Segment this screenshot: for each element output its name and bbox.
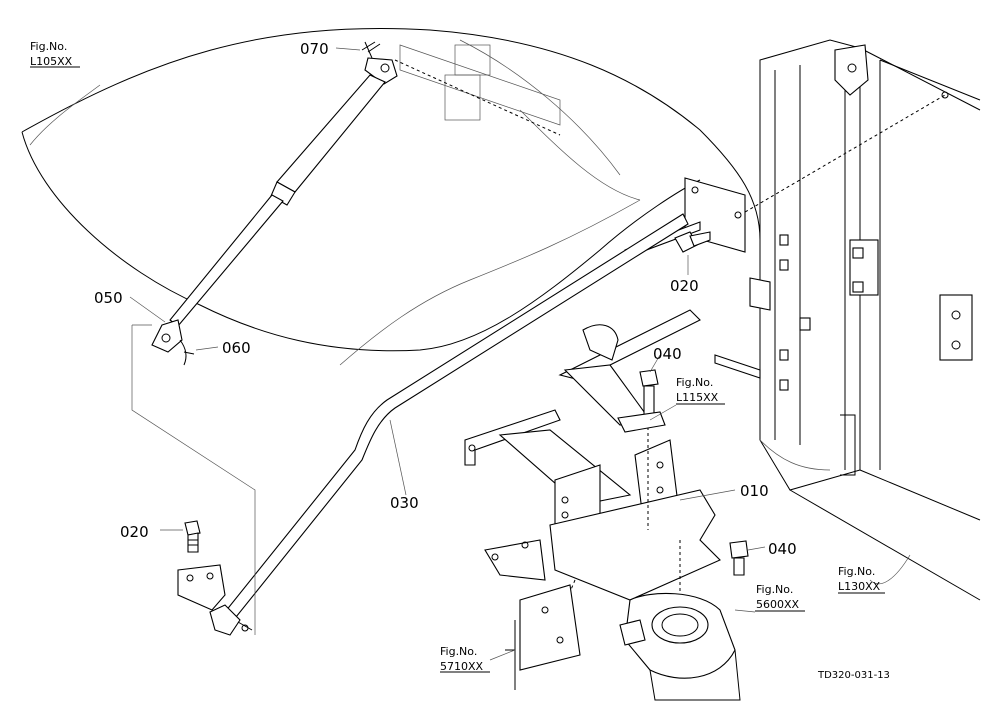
lower-bracket-5710 [505,584,581,690]
callout-070: 070 [300,40,329,58]
svg-text:L130XX: L130XX [838,580,881,593]
part-010-bracket [464,309,721,641]
fig-ref-l115: Fig.No. L115XX [676,376,719,404]
callout-050: 050 [94,289,123,307]
svg-text:5600XX: 5600XX [756,598,800,611]
callout-020-lower: 020 [120,523,149,541]
svg-text:L105XX: L105XX [30,55,73,68]
svg-text:Fig.No.: Fig.No. [838,565,875,578]
fig-ref-5710: Fig.No. 5710XX [440,645,484,673]
drawing-code: TD320-031-13 [817,670,890,681]
fig-ref-l130: Fig.No. L130XX [838,565,881,593]
svg-text:L115XX: L115XX [676,391,719,404]
part-020-bolt-lower [184,520,201,553]
part-050-gas-strut [151,57,398,353]
lower-rod-bracket [177,564,226,611]
hydraulic-housing [619,592,741,701]
callout-020-upper: 020 [670,277,699,295]
leader-lines [29,47,911,673]
part-020-bolt-upper [674,231,711,253]
part-040-bolt-lower [729,540,749,576]
callout-030: 030 [390,494,419,512]
upper-hinge-bracket [394,44,561,136]
svg-text:Fig.No.: Fig.No. [440,645,477,658]
callout-060: 060 [222,339,251,357]
leader-box-left [131,324,256,635]
callout-010: 010 [740,482,769,500]
svg-text:Fig.No.: Fig.No. [676,376,713,389]
fig-ref-l105: Fig.No. L105XX [30,40,73,68]
part-070-pin [361,41,381,59]
svg-text:5710XX: 5710XX [440,660,484,673]
callout-040-lower: 040 [768,540,797,558]
side-frame [714,39,981,601]
part-040-bolt-upper [617,369,666,433]
callout-040-upper: 040 [653,345,682,363]
part-060-pin [179,339,195,366]
svg-text:Fig.No.: Fig.No. [30,40,67,53]
fig-ref-5600: Fig.No. 5600XX [756,583,800,611]
seat-outline [21,27,761,366]
svg-text:Fig.No.: Fig.No. [756,583,793,596]
